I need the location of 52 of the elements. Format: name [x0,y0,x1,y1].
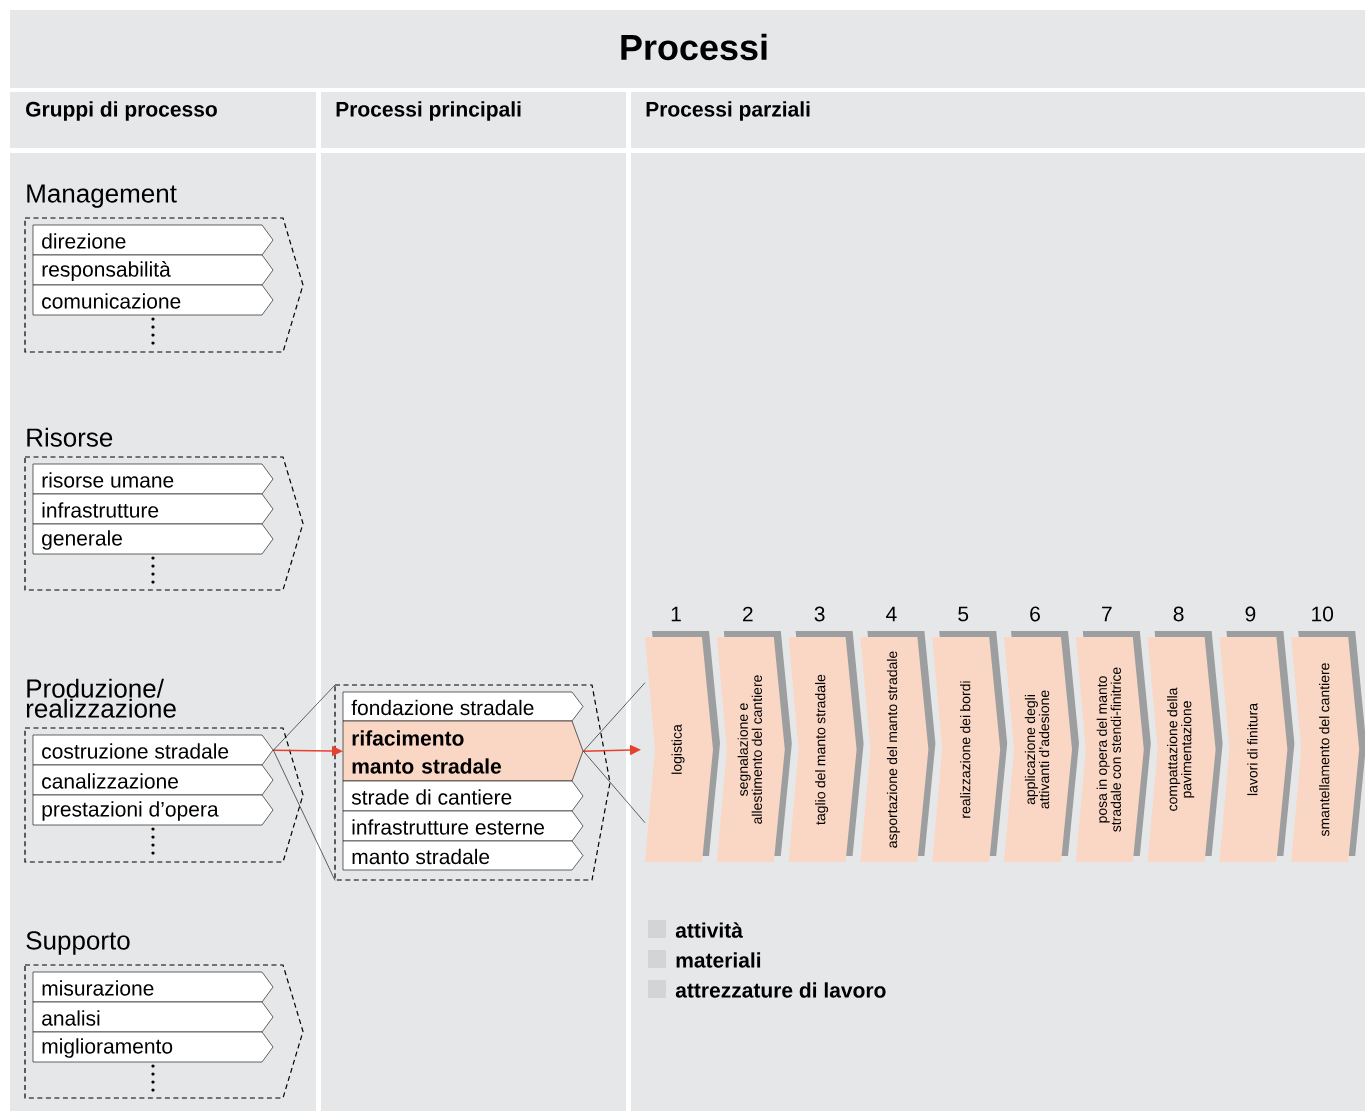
process-box: responsabilità [32,254,274,286]
process-box: comunicazione [32,284,274,316]
process-step: taglio del manto stradale [788,631,864,862]
zoom-line [583,750,646,823]
step-number: 10 [1312,606,1334,622]
column-header: Processi principali [336,101,521,121]
process-box: canalizzazione [32,764,274,796]
step-number: 8 [1173,606,1184,622]
step-number: 9 [1245,606,1256,622]
column-header: Gruppi di processo [26,101,217,121]
process-step: realizzazione dei bordi [932,631,1008,862]
legend-label: attività [675,922,743,938]
process-box: infrastrutture esterne [342,810,584,842]
node-label: Risorse [27,427,113,447]
process-box: miglioramento [32,1031,274,1063]
process-step: segnalazione e allestimento del cantiere [716,631,792,862]
process-box: direzione [32,224,274,256]
zoom-line [583,682,646,752]
step-number: 1 [671,606,681,622]
step-number: 7 [1102,606,1112,622]
legend-label: attrezzature di lavoro [675,982,886,998]
process-step: asportazione del manto stradale [860,631,936,862]
process-box: strade di cantiere [342,780,584,812]
title: Processi [621,33,767,61]
process-step: posa in opera del manto stradale con stendi-finitrice [1075,631,1151,862]
node-label: Management [27,184,177,208]
process-step: applicazione degli attivanti d’adesione [1004,631,1079,862]
node-label: Supporto [26,931,130,955]
zoom-line [273,684,336,751]
process-step: smantellamento del cantiere [1291,631,1365,862]
process-box: prestazioni d’opera [32,794,274,826]
step-number: 3 [814,606,825,622]
process-step: logistica [645,631,720,862]
process-box: generale [32,523,274,555]
process-box: infrastrutture [32,493,274,525]
process-box: manto stradale [342,840,584,871]
process-box: risorse umane [32,463,274,495]
step-number: 4 [886,606,897,622]
step-number: 2 [743,606,753,622]
dashed-group-frame [334,684,611,881]
process-box: costruzione stradale [32,734,274,766]
legend-label: materiali [676,952,761,968]
process-step: lavori di finitura [1219,631,1295,862]
node-label: Produzione/ realizzazione [26,678,176,718]
process-step: compattazione della pavimentazione [1147,631,1223,862]
step-number: 6 [1030,606,1040,622]
process-box: fondazione stradale [342,691,584,722]
column-header: Processi parziali [646,101,810,121]
zoom-line [273,749,336,881]
process-box: misurazione [32,971,274,1003]
step-number: 5 [958,606,969,622]
process-box: analisi [32,1001,274,1033]
